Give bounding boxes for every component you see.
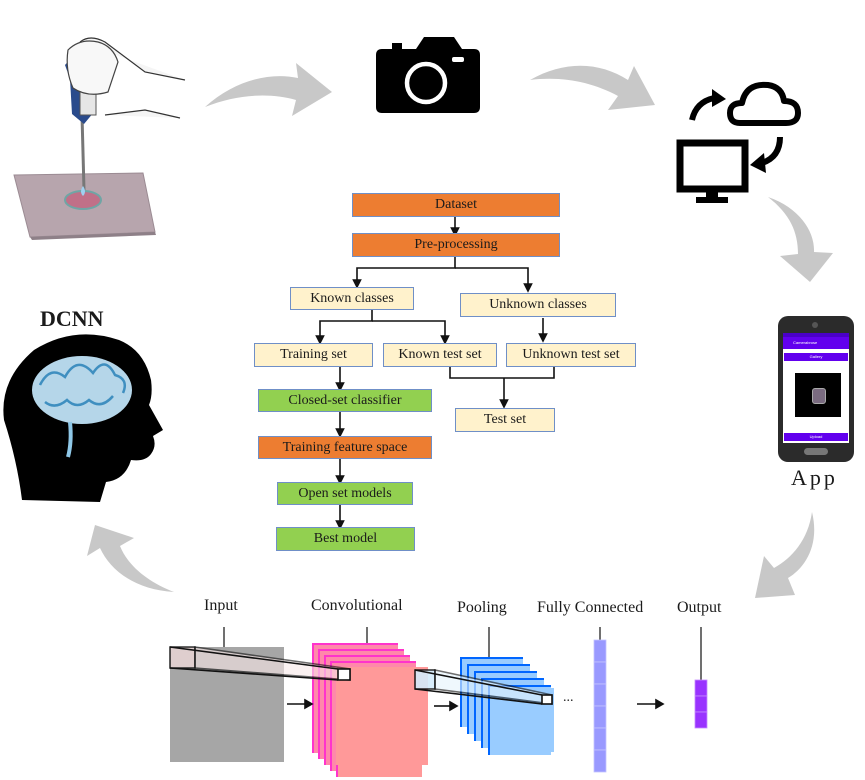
node-best-model: Best model bbox=[276, 527, 415, 551]
image-preview bbox=[795, 373, 841, 417]
pipette-slide-icon bbox=[13, 37, 186, 240]
node-preprocessing: Pre-processing bbox=[352, 233, 560, 257]
curved-arrow-icon bbox=[205, 63, 332, 116]
output-neuron bbox=[694, 695, 708, 713]
upload-button[interactable]: Upload bbox=[784, 433, 848, 441]
cnn-ellipsis: ... bbox=[563, 690, 574, 705]
home-button bbox=[804, 448, 828, 455]
output-layer bbox=[694, 679, 708, 729]
computer-cloud-sync-icon bbox=[676, 81, 801, 203]
cnn-label-fully-connected: Fully Connected bbox=[537, 599, 644, 616]
node-closed-set-classifier: Closed-set classifier bbox=[258, 389, 432, 412]
smartphone-icon: Camerabrose Gallery Upload bbox=[778, 316, 854, 462]
app-title: Camerabrose bbox=[783, 337, 849, 349]
node-known-test-set: Known test set bbox=[383, 343, 497, 367]
cnn-label-pooling: Pooling bbox=[457, 599, 507, 616]
fc-neuron bbox=[593, 661, 607, 685]
gallery-button[interactable]: Gallery bbox=[784, 353, 848, 361]
node-training-feature-space: Training feature space bbox=[258, 436, 432, 459]
receptive-field-1 bbox=[169, 646, 351, 681]
fc-neuron bbox=[593, 683, 607, 707]
curved-arrow-icon bbox=[755, 512, 815, 598]
cnn-label-output: Output bbox=[677, 599, 722, 616]
curved-arrow-icon bbox=[530, 65, 655, 110]
node-test-set: Test set bbox=[455, 408, 555, 432]
node-known-classes: Known classes bbox=[290, 287, 414, 310]
status-bar bbox=[783, 333, 849, 337]
fully-connected-layer bbox=[593, 639, 607, 773]
app-screen: Camerabrose Gallery Upload bbox=[783, 333, 849, 443]
node-dataset: Dataset bbox=[352, 193, 560, 217]
pooling-layer-stack bbox=[460, 657, 554, 755]
conv-feature-map bbox=[336, 667, 428, 765]
sample-thumbnail bbox=[812, 388, 826, 404]
fc-neuron bbox=[593, 639, 607, 663]
front-camera-icon bbox=[812, 322, 818, 328]
fc-neuron bbox=[593, 749, 607, 773]
curved-arrow-icon bbox=[87, 525, 174, 592]
fc-neuron bbox=[593, 727, 607, 751]
convolutional-layer-stack bbox=[312, 643, 428, 777]
node-unknown-classes: Unknown classes bbox=[460, 293, 616, 317]
node-training-set: Training set bbox=[254, 343, 373, 367]
dcnn-label: DCNN bbox=[40, 306, 104, 331]
node-open-set-models: Open set models bbox=[277, 482, 413, 505]
brain-head-icon bbox=[3, 334, 163, 502]
receptive-field-2 bbox=[414, 669, 553, 705]
curved-arrow-icon bbox=[768, 197, 833, 282]
cnn-label-input: Input bbox=[204, 597, 238, 614]
output-neuron bbox=[694, 711, 708, 729]
output-neuron bbox=[694, 679, 708, 697]
app-label: App bbox=[791, 465, 838, 490]
cnn-label-convolutional: Convolutional bbox=[311, 597, 403, 614]
fc-neuron bbox=[593, 705, 607, 729]
camera-icon bbox=[376, 37, 480, 113]
node-unknown-test-set: Unknown test set bbox=[506, 343, 636, 367]
